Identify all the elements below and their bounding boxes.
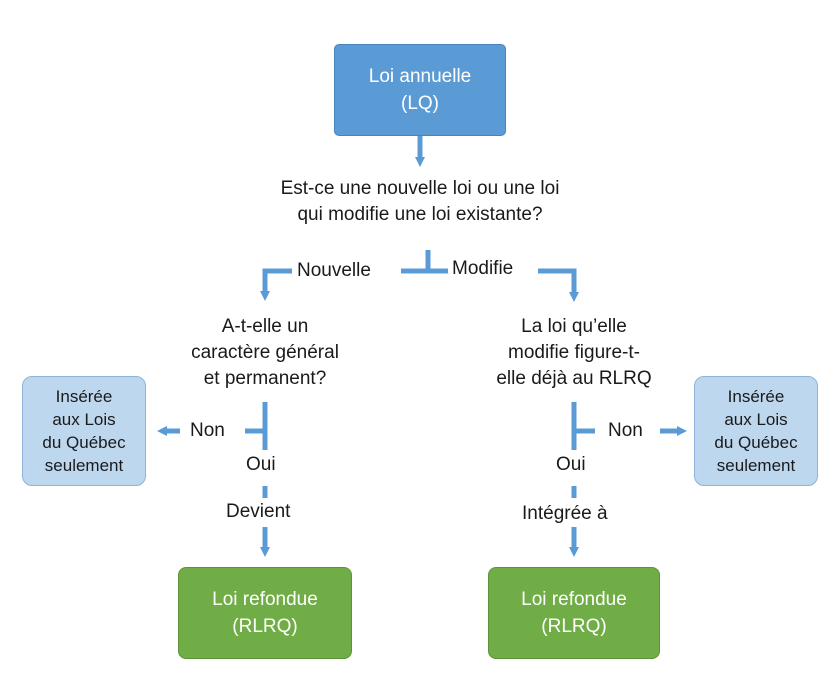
node-loi-refondue-right: Loi refondue (RLRQ) bbox=[488, 567, 660, 659]
edge-label-oui-right: Oui bbox=[556, 452, 586, 478]
node-inseree-left: Insérée aux Lois du Québec seulement bbox=[22, 376, 146, 486]
question-right-line2: modifie figure-t- bbox=[508, 342, 640, 363]
question-nouvelle-ou-modifie: Est-ce une nouvelle loi ou une loi qui m… bbox=[230, 176, 610, 228]
arrow-nouvelle bbox=[260, 268, 292, 301]
node-inseree-right: Insérée aux Lois du Québec seulement bbox=[694, 376, 818, 486]
inseree-left-line3: du Québec bbox=[42, 433, 126, 452]
edge-label-integree: Intégrée à bbox=[522, 501, 608, 527]
inseree-left-line2: aux Lois bbox=[52, 410, 116, 429]
question-right-line1: La loi qu’elle bbox=[521, 316, 627, 337]
question-caractere-general: A-t-elle un caractère général et permane… bbox=[165, 314, 365, 392]
edge-label-devient: Devient bbox=[226, 499, 291, 525]
refondue-right-line2: (RLRQ) bbox=[541, 616, 607, 637]
edge-label-non-right: Non bbox=[608, 418, 643, 444]
question-left-line1: A-t-elle un bbox=[221, 316, 309, 337]
question-left-line3: et permanent? bbox=[203, 368, 327, 389]
edge-label-nouvelle: Nouvelle bbox=[297, 258, 371, 284]
node-loi-refondue-left: Loi refondue (RLRQ) bbox=[178, 567, 352, 659]
question-left-line2: caractère général bbox=[191, 342, 339, 363]
refondue-right-line1: Loi refondue bbox=[521, 589, 627, 610]
refondue-left-line1: Loi refondue bbox=[212, 589, 318, 610]
inseree-right-line1: Insérée bbox=[727, 387, 785, 406]
inseree-right-line3: du Québec bbox=[714, 433, 798, 452]
inseree-left-line4: seulement bbox=[44, 456, 124, 475]
edge-label-modifie: Modifie bbox=[452, 256, 514, 282]
inseree-right-line2: aux Lois bbox=[724, 410, 788, 429]
question-right-line3: elle déjà au RLRQ bbox=[496, 368, 652, 389]
question-main-line1: Est-ce une nouvelle loi ou une loi bbox=[280, 178, 560, 199]
node-loi-annuelle-line2: (LQ) bbox=[401, 93, 439, 114]
arrow-modifie bbox=[538, 268, 579, 302]
node-loi-annuelle-line1: Loi annuelle bbox=[368, 66, 472, 87]
inseree-left-line1: Insérée bbox=[55, 387, 113, 406]
edge-label-oui-left: Oui bbox=[246, 452, 276, 478]
node-loi-annuelle: Loi annuelle (LQ) bbox=[334, 44, 506, 136]
inseree-right-line4: seulement bbox=[716, 456, 796, 475]
question-figure-au-rlrq: La loi qu’elle modifie figure-t- elle dé… bbox=[474, 314, 674, 392]
question-main-line2: qui modifie une loi existante? bbox=[297, 204, 543, 225]
refondue-left-line2: (RLRQ) bbox=[232, 616, 298, 637]
edge-label-non-left: Non bbox=[190, 418, 225, 444]
